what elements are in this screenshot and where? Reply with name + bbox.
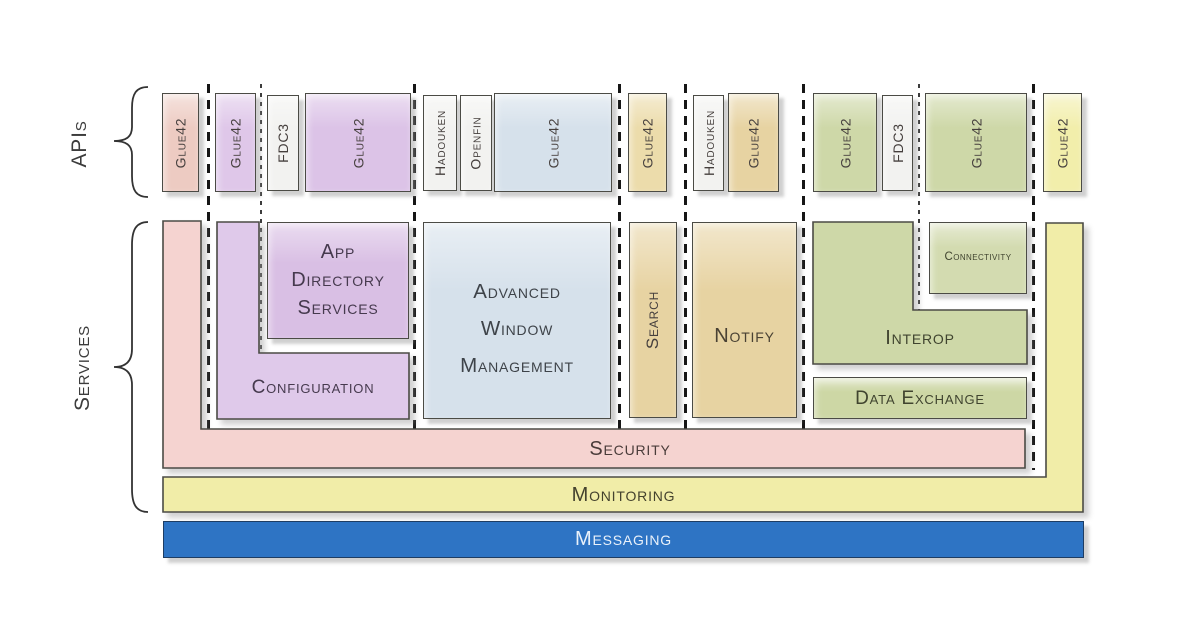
data-exchange-box (813, 377, 1027, 419)
api-box-label: FDC3 (889, 123, 906, 163)
separator-dashed-1 (207, 84, 210, 429)
interop-label: Interop (885, 327, 955, 349)
connectivity-box (929, 222, 1027, 294)
advanced-window-management-label: Advanced Window Management (460, 280, 574, 377)
connectivity-label: Connectivity (944, 251, 1012, 263)
api-box-glue42-8: Glue42 (925, 93, 1027, 192)
separator-dashed-2 (413, 84, 416, 429)
apis-brace (113, 86, 149, 198)
api-box-label: FDC3 (275, 123, 292, 163)
api-box-glue42-2: Glue42 (215, 93, 256, 192)
messaging-label: Messaging (575, 528, 672, 550)
separator-dashed-4 (684, 84, 687, 429)
configuration-shape (216, 221, 410, 420)
services-row-label: Services (71, 325, 94, 411)
app-directory-box (267, 222, 409, 339)
configuration-label: Configuration (251, 377, 375, 398)
api-box-label: Hadouken (700, 110, 717, 176)
api-box-hadouken-2: Hadouken (693, 95, 724, 191)
api-box-fdc3-1: FDC3 (267, 95, 299, 191)
api-box-glue42-3: Glue42 (305, 93, 411, 192)
apis-row-label: APIs (68, 120, 91, 168)
monitoring-label: Monitoring (571, 484, 676, 506)
api-box-glue42-4: Glue42 (494, 93, 612, 192)
api-box-glue42-6: Glue42 (728, 93, 779, 192)
app-directory-label: App Directory Services (291, 241, 385, 319)
api-box-glue42-9: Glue42 (1043, 93, 1082, 192)
api-box-glue42-1: Glue42 (162, 93, 199, 192)
api-box-label: Glue42 (172, 117, 189, 168)
monitoring-band-shape (162, 222, 1084, 513)
api-box-label: Glue42 (968, 117, 984, 168)
notify-label: Notify (714, 325, 775, 347)
api-box-glue42-7: Glue42 (813, 93, 877, 192)
api-box-label: Glue42 (745, 117, 762, 168)
api-box-glue42-5: Glue42 (628, 93, 667, 192)
api-box-label: Glue42 (350, 117, 366, 168)
messaging-band (163, 521, 1084, 558)
separator-dashed-5 (802, 84, 805, 429)
api-box-label: Hadouken (432, 110, 448, 176)
separator-dotted-1 (260, 84, 262, 354)
api-box-label: Glue42 (227, 117, 244, 168)
api-box-label: Glue42 (1054, 117, 1071, 168)
notify-box (692, 222, 797, 418)
advanced-window-management-box (423, 222, 611, 419)
separator-dashed-6 (1032, 84, 1035, 470)
api-box-label: Openfin (468, 116, 485, 170)
api-box-label: Glue42 (639, 117, 656, 168)
services-brace (113, 221, 149, 513)
data-exchange-label: Data Exchange (855, 388, 985, 409)
api-box-hadouken-1: Hadouken (423, 95, 457, 191)
search-box: Search (629, 222, 677, 418)
api-box-label: Glue42 (545, 117, 561, 168)
security-band-shape (162, 220, 1026, 469)
security-label: Security (589, 438, 671, 460)
api-box-openfin: Openfin (460, 95, 492, 191)
interop-shape (812, 221, 1028, 365)
search-label: Search (643, 290, 662, 350)
separator-dashed-3 (618, 84, 621, 429)
separator-dotted-2 (918, 84, 920, 311)
api-box-label: Glue42 (837, 117, 853, 168)
api-box-fdc3-2: FDC3 (882, 95, 913, 191)
